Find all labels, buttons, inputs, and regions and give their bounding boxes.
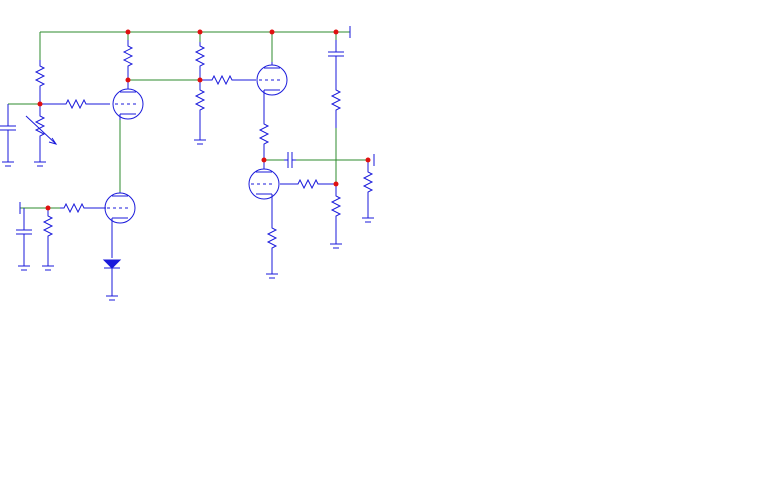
capacitor-c4 bbox=[16, 208, 32, 266]
tube-v3 bbox=[104, 192, 136, 226]
ground-symbols bbox=[2, 139, 374, 301]
resistor-r2 bbox=[122, 40, 134, 80]
junction-dots bbox=[37, 29, 371, 211]
resistor-r7 bbox=[330, 56, 342, 128]
capacitor-c1 bbox=[0, 104, 16, 162]
resistor-r9 bbox=[280, 178, 336, 190]
resistor-r10 bbox=[330, 184, 342, 244]
resistor-r11 bbox=[362, 160, 374, 218]
resistor-r5 bbox=[200, 74, 256, 86]
diode bbox=[102, 226, 122, 296]
tube-v1 bbox=[112, 80, 144, 120]
resistor-r12 bbox=[266, 210, 278, 274]
resistor-r1 bbox=[34, 60, 46, 104]
capacitor-c3 bbox=[284, 152, 296, 168]
resistor-r8 bbox=[258, 96, 270, 160]
resistor-r14 bbox=[42, 208, 54, 266]
tube-v4 bbox=[248, 160, 280, 210]
supply-net bbox=[8, 31, 368, 209]
variable-resistor bbox=[25, 104, 58, 160]
resistor-r4 bbox=[194, 80, 206, 140]
resistor-r6 bbox=[40, 98, 110, 110]
capacitor-c2 bbox=[328, 40, 344, 60]
resistor-r3 bbox=[194, 42, 206, 80]
resistor-r13 bbox=[60, 202, 106, 214]
tube-v2 bbox=[256, 62, 288, 96]
